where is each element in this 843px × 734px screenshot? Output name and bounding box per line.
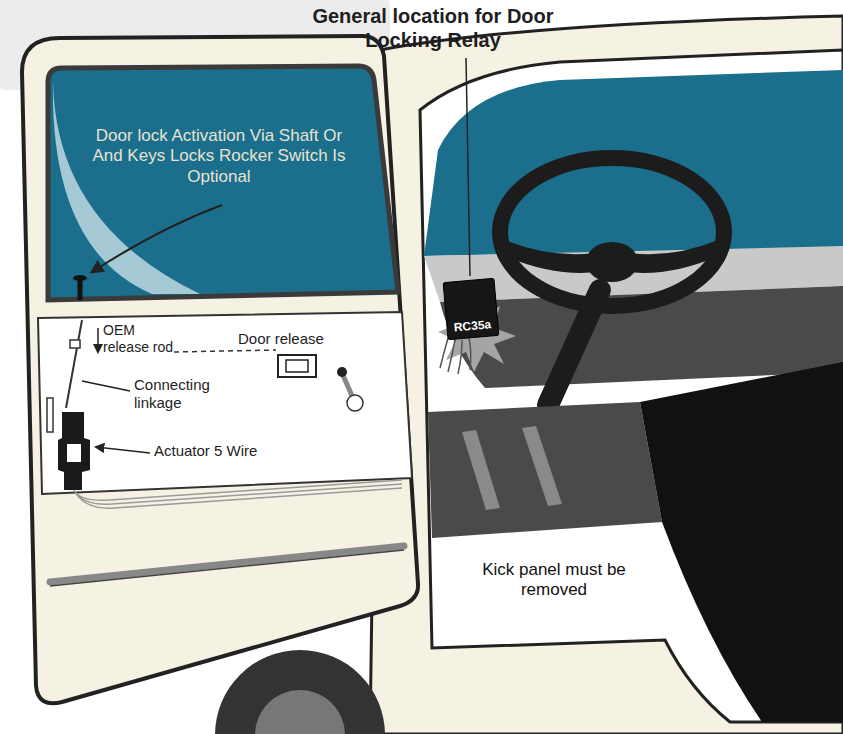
pedal (462, 430, 500, 510)
pedal (522, 426, 562, 506)
window-crank (342, 373, 353, 398)
door-latch (47, 398, 53, 432)
leader-arrow (92, 205, 222, 272)
part-label: OEM release rod (103, 322, 183, 356)
leader-line (466, 58, 470, 276)
actuator-wires (74, 480, 402, 508)
door-trim (50, 546, 404, 582)
window-crank (337, 367, 347, 377)
steering-wheel (500, 158, 724, 306)
leader-arrow (97, 328, 99, 352)
leader-line (82, 381, 130, 391)
door-release-handle (278, 355, 316, 377)
window-reflection (53, 82, 200, 294)
actuator (58, 412, 90, 490)
rod-clip (70, 340, 80, 348)
door-window (48, 66, 398, 300)
note-text: Kick panel must be removed (468, 560, 640, 601)
callout-heading: General location for Door Locking Relay (298, 4, 568, 52)
steering-hub (586, 242, 638, 282)
door-release-handle (286, 360, 308, 372)
window-crank (347, 395, 363, 411)
door (22, 36, 418, 703)
leader-arrow (96, 447, 150, 453)
part-label: Connecting linkage (134, 376, 226, 412)
part-label: Actuator 5 Wire (154, 442, 304, 460)
floor (428, 402, 662, 538)
lock-knob (78, 278, 83, 300)
door-panel (38, 312, 412, 494)
footwell-shadow (640, 362, 843, 722)
wheel-hub (255, 690, 345, 734)
note-text: Door lock Activation Via Shaft Or And Ke… (92, 126, 346, 187)
relay-wires (440, 338, 471, 374)
release-rod-path (174, 350, 276, 352)
cab-body (370, 16, 843, 734)
relay-module: RC35a (443, 278, 500, 340)
lock-knob (73, 275, 87, 281)
door-opening (420, 50, 843, 722)
part-label: Door release (238, 330, 358, 348)
wheel (215, 650, 385, 734)
actuator-detail (67, 444, 81, 462)
relay-label: RC35a (453, 317, 491, 334)
door-trim (50, 550, 404, 586)
release-rod (66, 320, 82, 408)
